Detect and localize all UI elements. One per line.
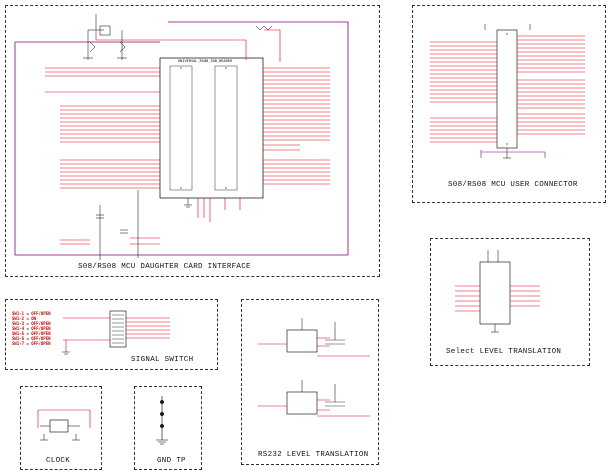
switch-setting-7: SW1-7 = OFF/OPEN [12,341,51,346]
signal-switch-block [5,299,218,370]
switch-setting-5: SW1-5 = OFF/OPEN [12,331,51,336]
switch-setting-4: SW1-4 = OFF/OPEN [12,326,51,331]
mcu-daughter-card-block [5,5,380,277]
clock-block [20,386,102,470]
user-connector-title: S08/RS08 MCU USER CONNECTOR [448,181,578,189]
clock-title: CLOCK [46,457,71,465]
switch-settings-list: SW1-1 = OFF/OPEN SW1-2 = ON SW1-3 = OFF/… [12,311,51,346]
signal-switch-title: SIGNAL SWITCH [131,356,194,364]
level-translation-title: Select LEVEL TRANSLATION [446,348,562,356]
switch-setting-3: SW1-3 = OFF/OPEN [12,321,51,326]
rs232-title: RS232 LEVEL TRANSLATION [258,451,369,459]
gnd-tp-block [134,386,202,470]
mcu-daughter-card-title: S08/RS08 MCU DAUGHTER CARD INTERFACE [78,263,251,271]
switch-setting-2: SW1-2 = ON [12,316,37,321]
level-translation-block [430,238,590,366]
switch-setting-6: SW1-6 = OFF/OPEN [12,336,51,341]
header-label: UNIVERSAL_RS08_S08_HEADER [178,59,233,63]
rs232-block [241,299,379,465]
switch-setting-1: SW1-1 = OFF/OPEN [12,311,51,316]
user-connector-block [412,5,606,203]
gnd-tp-title: GND TP [157,457,186,465]
